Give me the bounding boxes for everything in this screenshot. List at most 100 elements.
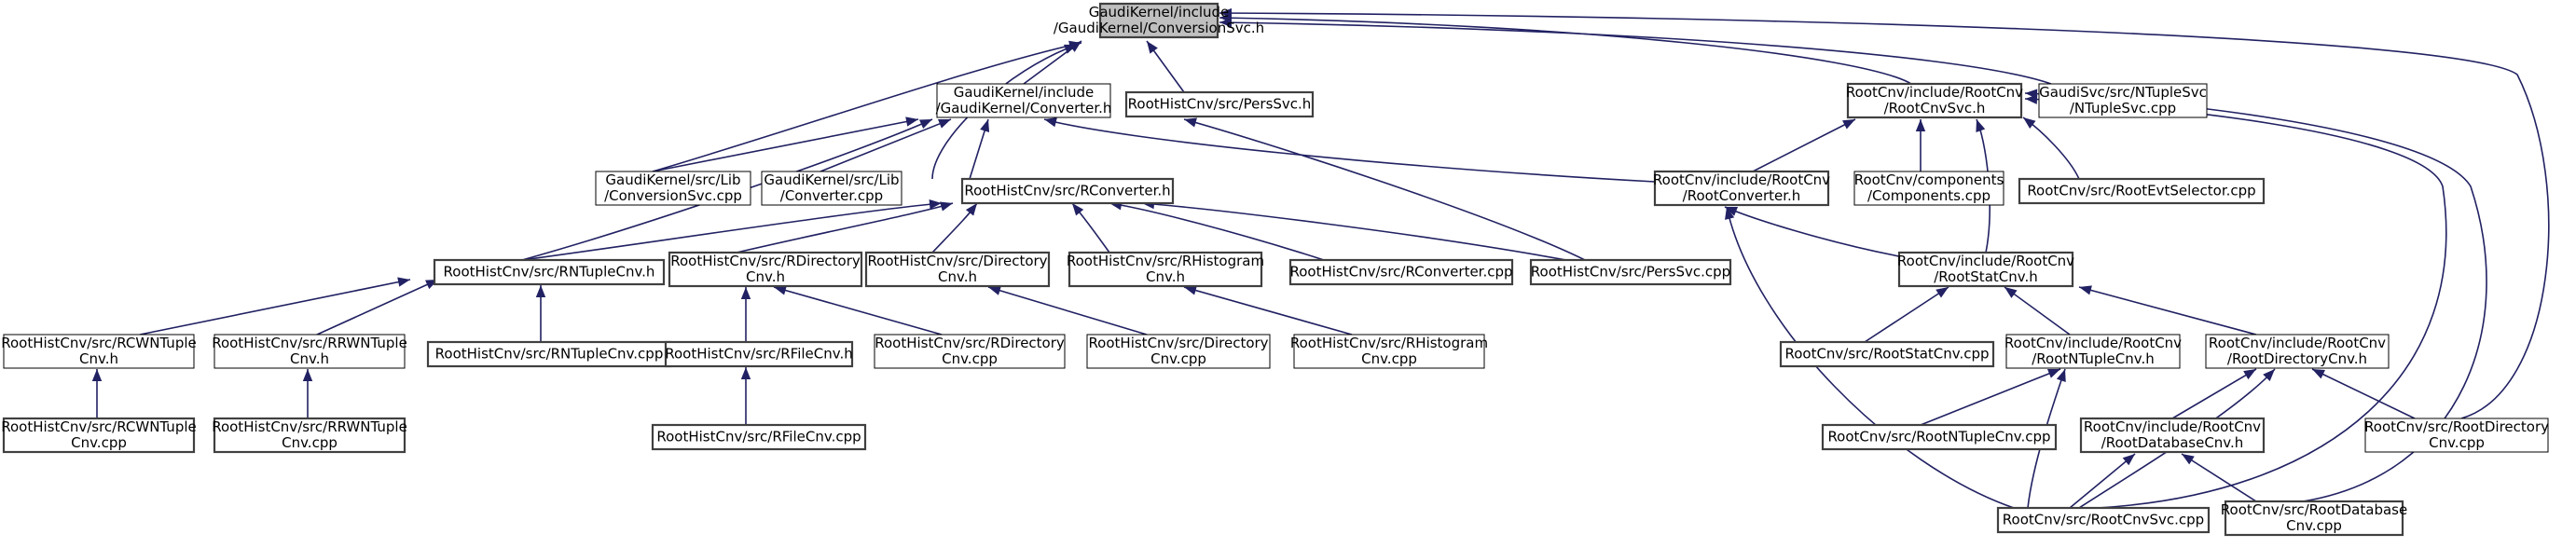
node-box[interactable] <box>1996 506 2211 534</box>
node-box[interactable] <box>2018 177 2266 205</box>
node-box[interactable] <box>1529 258 1732 286</box>
edge-arrowhead <box>919 119 932 130</box>
edge-arrowhead <box>1935 287 1949 298</box>
edge-arrowhead <box>1725 207 1735 220</box>
graph-node[interactable]: RootCnv/include/RootCnv/RootDirectoryCnv… <box>2205 334 2390 369</box>
graph-node[interactable]: GaudiKernel/include/GaudiKernel/Conversi… <box>1054 2 1264 39</box>
dependency-edge <box>1219 12 2550 419</box>
graph-node[interactable]: RootCnv/include/RootCnv/RootNTupleCnv.h <box>2004 334 2182 369</box>
graph-node[interactable]: RootHistCnv/src/PersSvc.h <box>1124 90 1315 118</box>
graph-node[interactable]: RootCnv/include/RootCnv/RootStatCnv.h <box>1897 251 2074 288</box>
node-box[interactable] <box>1124 90 1315 118</box>
node-box[interactable] <box>213 417 406 454</box>
node-box[interactable] <box>1653 170 1830 207</box>
edge-arrowhead <box>988 285 1001 295</box>
graph-node[interactable]: RootHistCnv/src/RFileCnv.h <box>664 340 854 368</box>
node-box[interactable] <box>651 423 867 451</box>
node-box[interactable] <box>664 340 854 368</box>
edge-arrowhead <box>2046 369 2060 378</box>
dependency-edge <box>2004 286 2071 336</box>
dependency-edge <box>736 202 954 253</box>
dependency-edge <box>1920 368 2061 426</box>
node-box[interactable] <box>1853 171 2004 206</box>
graph-node[interactable]: RootHistCnv/src/RNTupleCnv.cpp <box>426 340 672 368</box>
graph-node[interactable]: RootHistCnv/src/RConverter.h <box>960 177 1175 205</box>
graph-node[interactable]: RootCnv/src/RootDatabaseCnv.cpp <box>2221 500 2407 537</box>
node-box[interactable] <box>960 177 1175 205</box>
node-box[interactable] <box>1288 258 1514 286</box>
node-box[interactable] <box>3 334 195 369</box>
dependency-edge <box>139 279 411 336</box>
graph-node[interactable]: RootCnv/components/Components.cpp <box>1853 171 2004 206</box>
graph-node[interactable]: RootCnv/src/RootNTupleCnv.cpp <box>1821 423 2058 451</box>
node-box[interactable] <box>2 417 196 454</box>
edge-arrowhead <box>1147 41 1158 54</box>
node-box[interactable] <box>1293 334 1485 369</box>
node-box[interactable] <box>874 334 1066 369</box>
graph-node[interactable]: RootHistCnv/src/RFileCnv.cpp <box>651 423 867 451</box>
node-box[interactable] <box>2205 334 2390 369</box>
graph-node[interactable]: RootCnv/include/RootCnv/RootConverter.h <box>1653 170 1830 207</box>
node-box[interactable] <box>668 251 863 288</box>
graph-node[interactable]: RootCnv/include/RootCnv/RootCnvSvc.h <box>1846 82 2023 119</box>
edge-arrowhead <box>2243 369 2256 380</box>
graph-node[interactable]: GaudiSvc/src/NTupleSvc/NTupleSvc.cpp <box>2038 83 2208 118</box>
node-box[interactable] <box>1846 82 2023 119</box>
graph-node[interactable]: RootCnv/src/RootEvtSelector.cpp <box>2018 177 2266 205</box>
edge-arrowhead <box>2023 117 2036 130</box>
node-box[interactable] <box>2364 418 2549 453</box>
edge-arrowhead <box>397 277 410 287</box>
node-box[interactable] <box>1068 251 1263 288</box>
dependency-edge <box>2078 286 2257 336</box>
graph-node[interactable]: RootHistCnv/src/DirectoryCnv.h <box>864 251 1051 288</box>
node-box-root[interactable] <box>1098 2 1219 39</box>
edges-layer <box>91 7 2550 509</box>
dependency-edge <box>1724 206 1900 257</box>
node-box[interactable] <box>214 334 406 369</box>
node-box[interactable] <box>2005 334 2181 369</box>
dependency-edge <box>2069 453 2136 509</box>
node-box[interactable] <box>595 171 751 206</box>
edge-arrowhead <box>1976 119 1986 132</box>
dependency-edge <box>521 118 933 261</box>
node-box[interactable] <box>2038 83 2208 118</box>
dependency-edge <box>1183 286 1353 336</box>
dependency-edge <box>1183 118 1586 261</box>
edge-arrowhead <box>1184 117 1197 128</box>
graph-node[interactable]: RootCnv/src/RootDirectoryCnv.cpp <box>2364 418 2549 453</box>
edge-arrowhead <box>1044 117 1057 128</box>
graph-node[interactable]: GaudiKernel/src/Lib/Converter.cpp <box>761 171 902 206</box>
node-box[interactable] <box>1779 340 1995 368</box>
node-box[interactable] <box>761 171 902 206</box>
graph-node[interactable]: RootHistCnv/src/RConverter.cpp <box>1288 258 1514 286</box>
node-box[interactable] <box>1086 334 1271 369</box>
node-box[interactable] <box>426 340 672 368</box>
edge-arrowhead <box>2004 287 2018 298</box>
node-box[interactable] <box>1897 251 2074 288</box>
edge-arrowhead <box>1915 119 1926 131</box>
node-box[interactable] <box>433 258 666 286</box>
node-box[interactable] <box>864 251 1051 288</box>
graph-node[interactable]: RootCnv/include/RootCnv/RootDatabaseCnv.… <box>2079 417 2266 454</box>
node-box[interactable] <box>2224 500 2404 537</box>
graph-node[interactable]: RootCnv/src/RootStatCnv.cpp <box>1779 340 1995 368</box>
graph-node[interactable]: RootHistCnv/src/RNTupleCnv.h <box>433 258 666 286</box>
graph-node[interactable]: RootCnv/src/RootCnvSvc.cpp <box>1996 506 2211 534</box>
node-box[interactable] <box>2079 417 2266 454</box>
graph-node[interactable]: GaudiKernel/include/GaudiKernel/Converte… <box>936 83 1112 118</box>
node-box[interactable] <box>1821 423 2058 451</box>
node-box[interactable] <box>936 83 1111 118</box>
graph-node[interactable]: GaudiKernel/src/Lib/ConversionSvc.cpp <box>595 171 751 206</box>
graph-node[interactable]: RootHistCnv/src/PersSvc.cpp <box>1529 258 1732 286</box>
graph-node[interactable]: RootHistCnv/src/DirectoryCnv.cpp <box>1086 334 1271 369</box>
edge-arrowhead <box>1219 18 1233 28</box>
